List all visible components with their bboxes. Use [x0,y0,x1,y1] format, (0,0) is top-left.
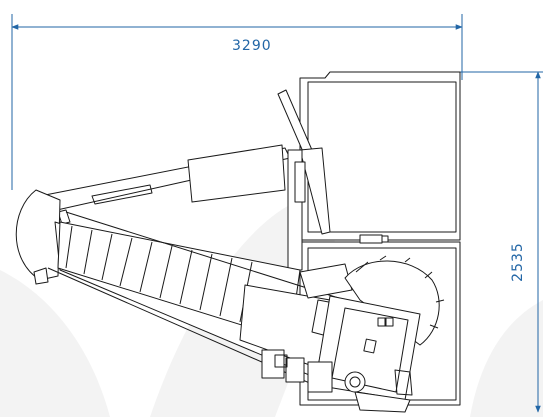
vertical-post [277,89,331,271]
conveyor-housing [239,263,353,369]
processing-block [314,295,421,401]
height-dimension-label: 2535 [510,242,526,282]
dimension-width [11,14,463,190]
left-bracket [33,267,49,285]
motor-assembly [261,349,333,393]
left-rounded-end [15,189,61,281]
upper-arm [39,144,291,225]
latch [359,234,389,244]
conveyor-slats [65,225,253,323]
machine-outline [15,71,461,413]
lower-block [344,369,413,413]
width-dimension-label: 3290 [232,38,272,54]
